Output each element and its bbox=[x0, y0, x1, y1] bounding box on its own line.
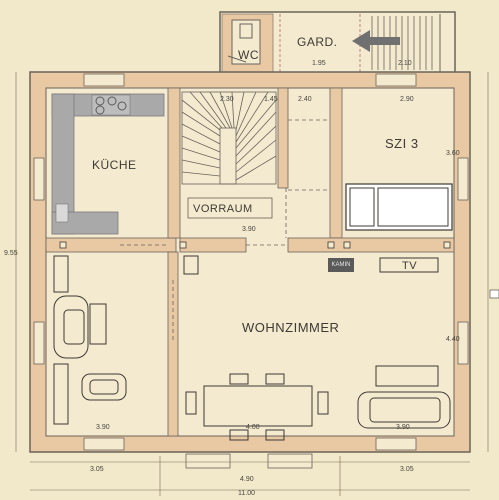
dim-top-right: 2.10 bbox=[398, 60, 412, 67]
dim-overall-right: 3.05 bbox=[400, 466, 414, 473]
room-label-vorraum: VORRAUM bbox=[193, 203, 253, 215]
tv-unit bbox=[379, 257, 439, 273]
door-lines bbox=[120, 119, 330, 340]
vorraum-bench bbox=[187, 197, 273, 219]
room-label-gard: GARD. bbox=[297, 35, 338, 49]
kamin-label: KAMIN bbox=[328, 258, 354, 272]
dim-upper-230: 2.30 bbox=[220, 96, 234, 103]
staircase bbox=[181, 91, 277, 185]
interior-walls bbox=[45, 87, 455, 437]
dimension-lines bbox=[15, 72, 489, 496]
dim-overall-mid: 4.90 bbox=[240, 476, 254, 483]
arrow-left-icon bbox=[352, 30, 400, 52]
room-label-wc: WC bbox=[238, 48, 259, 62]
dim-overall-left: 3.05 bbox=[90, 466, 104, 473]
dim-upper-290: 2.90 bbox=[400, 96, 414, 103]
dim-upper-145: 1.45 bbox=[264, 96, 278, 103]
bed bbox=[345, 183, 453, 231]
windows bbox=[33, 73, 469, 469]
dim-wohn-bottom: 4.00 bbox=[246, 424, 260, 431]
left-room-furniture bbox=[53, 255, 127, 425]
dim-vorraum: 3.90 bbox=[242, 226, 256, 233]
dim-side-440: 4.40 bbox=[446, 336, 460, 343]
edge-marker bbox=[489, 289, 499, 299]
wohnzimmer-furniture bbox=[183, 255, 451, 441]
tv-label: TV bbox=[402, 260, 418, 272]
dim-right-bottom: 3.90 bbox=[396, 424, 410, 431]
dim-overall-total: 11.00 bbox=[238, 490, 255, 497]
room-label-wohnzimmer: WOHNZIMMER bbox=[242, 320, 340, 335]
room-label-szi3: SZI 3 bbox=[385, 136, 419, 151]
room-label-kueche: KÜCHE bbox=[92, 158, 137, 172]
dim-kueche-bottom: 3.90 bbox=[96, 424, 110, 431]
dim-upper-240: 2.40 bbox=[298, 96, 312, 103]
stove-icon bbox=[91, 94, 131, 116]
dim-side-360: 3.60 bbox=[446, 150, 460, 157]
dim-left-overall: 9.55 bbox=[4, 250, 18, 257]
dim-top-stair: 1.95 bbox=[312, 60, 326, 67]
sockets bbox=[59, 241, 451, 249]
